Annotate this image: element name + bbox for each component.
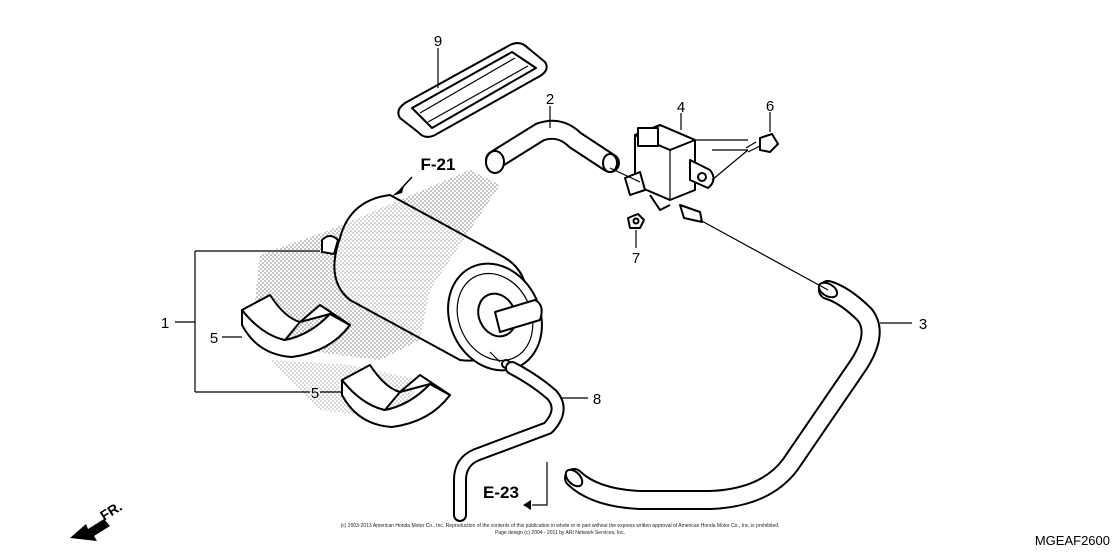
front-label: FR. bbox=[97, 498, 125, 524]
bolt-part-6[interactable] bbox=[745, 133, 779, 153]
hose-part-8[interactable] bbox=[453, 361, 565, 522]
canister-part-1[interactable] bbox=[321, 194, 559, 386]
strap-part-9[interactable] bbox=[397, 42, 548, 138]
front-direction-arrow-icon bbox=[70, 519, 110, 541]
callout-7: 7 bbox=[632, 250, 640, 267]
callout-4: 4 bbox=[677, 99, 685, 116]
callout-3: 3 bbox=[919, 316, 927, 333]
copyright-line-2: Page design (c) 2004 - 2011 by ARI Netwo… bbox=[495, 530, 625, 536]
solenoid-valve-part-4[interactable] bbox=[624, 124, 715, 223]
nut-part-7[interactable] bbox=[627, 213, 645, 229]
cushion-upper-part-5[interactable] bbox=[241, 294, 351, 358]
callout-5-lower: 5 bbox=[311, 385, 319, 402]
callout-8: 8 bbox=[593, 391, 601, 408]
callout-2: 2 bbox=[546, 91, 554, 108]
callout-5-upper: 5 bbox=[210, 330, 218, 347]
callout-1: 1 bbox=[161, 315, 169, 332]
cushion-lower-part-5[interactable] bbox=[341, 364, 451, 428]
ref-f21[interactable]: F-21 bbox=[421, 155, 456, 174]
arrow-e23 bbox=[523, 500, 531, 510]
callout-6: 6 bbox=[766, 98, 774, 115]
hose-part-3[interactable] bbox=[563, 280, 881, 510]
callout-9: 9 bbox=[434, 33, 442, 50]
arrow-f21 bbox=[392, 176, 413, 196]
leader-lines bbox=[175, 48, 912, 506]
hose-part-2[interactable] bbox=[485, 119, 620, 174]
diagram-code: MGEAF2600 bbox=[1035, 533, 1110, 548]
ref-e23[interactable]: E-23 bbox=[483, 483, 519, 502]
copyright-line-1: (c) 2003-2013 American Honda Motor Co., … bbox=[341, 523, 780, 529]
